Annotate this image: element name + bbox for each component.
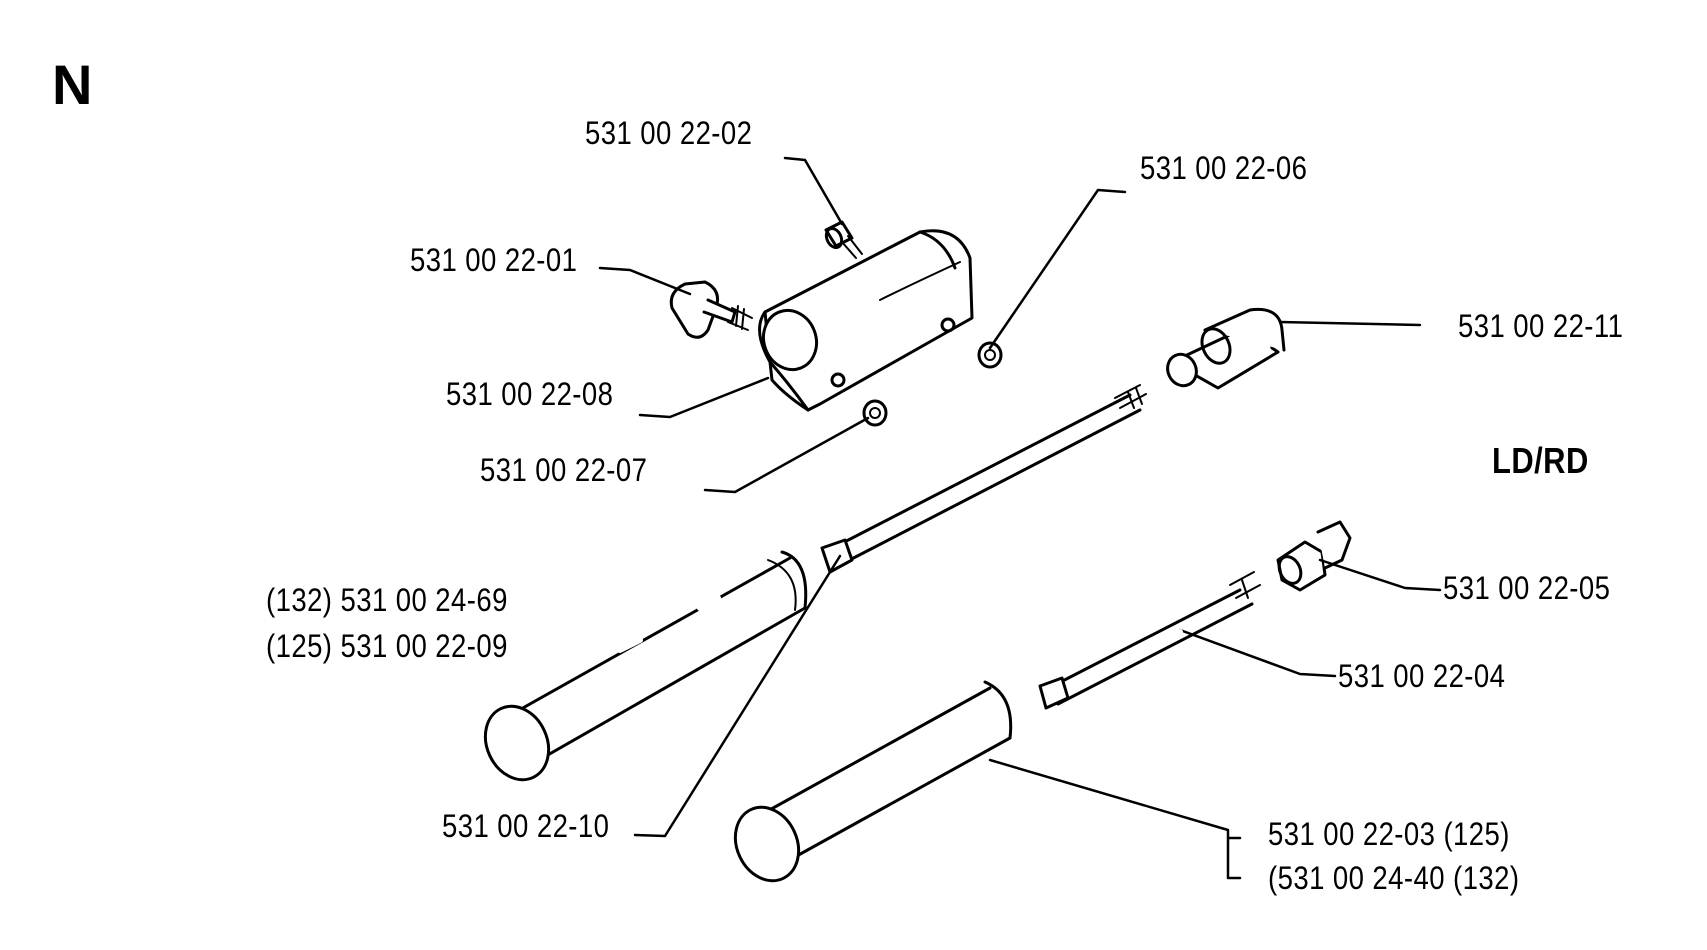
callout-531-00-22-11: 531 00 22-11 bbox=[1458, 308, 1624, 344]
wing-knob-22-01 bbox=[669, 280, 753, 339]
nut-22-07 bbox=[862, 399, 888, 427]
section-letter: N bbox=[52, 53, 93, 116]
tube-lower bbox=[733, 680, 1013, 883]
drive-shaft-lower-22-04 bbox=[1038, 571, 1261, 710]
callout-531-00-22-04: 531 00 22-04 bbox=[1338, 658, 1506, 694]
callout-531-00-22-10: 531 00 22-10 bbox=[442, 808, 610, 844]
callout-531-00-22-05: 531 00 22-05 bbox=[1443, 570, 1611, 606]
callout-531-00-22-02: 531 00 22-02 bbox=[585, 115, 753, 151]
nut-22-06 bbox=[977, 341, 1003, 369]
screw-22-02 bbox=[824, 220, 863, 259]
tube-upper bbox=[483, 550, 808, 782]
drive-shaft-upper-22-10 bbox=[820, 384, 1147, 574]
flange-nut-22-05 bbox=[1276, 520, 1352, 592]
variant-label: LD/RD bbox=[1492, 440, 1589, 481]
clamp-housing bbox=[758, 229, 974, 412]
leader-lines bbox=[598, 156, 1442, 880]
break-marks bbox=[617, 459, 1183, 773]
callout-531-00-22-07: 531 00 22-07 bbox=[480, 452, 648, 488]
callout-531-00-24-40: (531 00 24-40 (132) bbox=[1268, 860, 1520, 896]
callout-531-00-22-03: 531 00 22-03 (125) bbox=[1268, 816, 1510, 852]
callout-531-00-24-69: (132) 531 00 24-69 bbox=[266, 582, 508, 618]
coupling-22-11 bbox=[1166, 307, 1286, 390]
callout-531-00-22-06: 531 00 22-06 bbox=[1140, 150, 1308, 186]
callout-531-00-22-08: 531 00 22-08 bbox=[446, 376, 614, 412]
callout-531-00-22-01: 531 00 22-01 bbox=[410, 242, 578, 278]
callout-531-00-22-09: (125) 531 00 22-09 bbox=[266, 628, 508, 664]
